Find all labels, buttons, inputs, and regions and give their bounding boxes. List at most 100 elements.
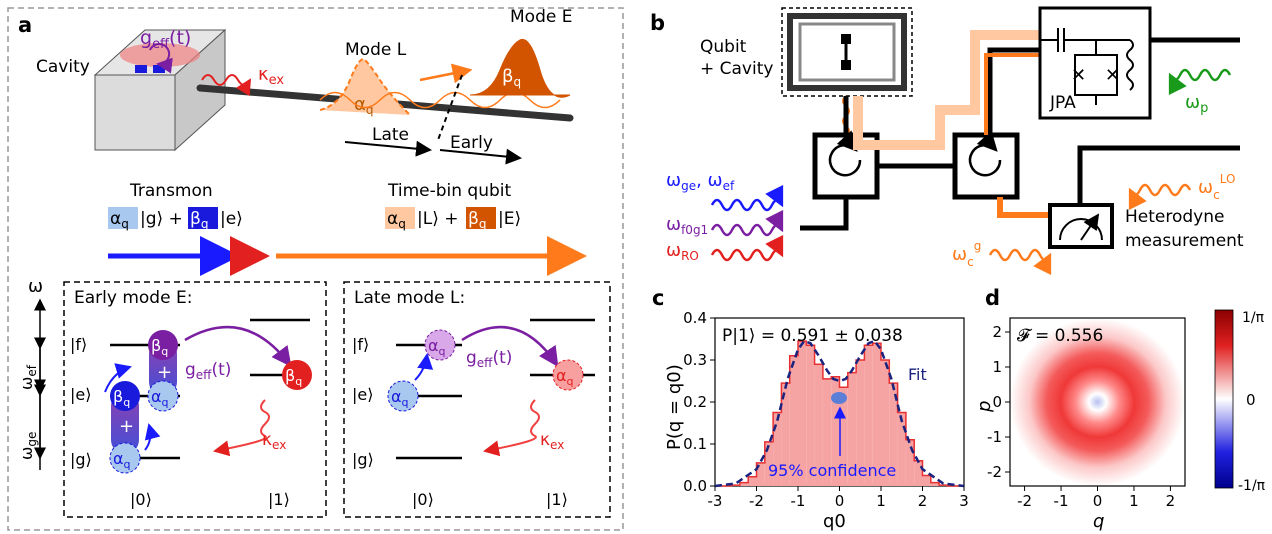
omega-ge-label: ωge bbox=[17, 432, 39, 460]
omega-ef-label: ωef bbox=[17, 364, 39, 390]
late-ket-g: |g⟩ bbox=[352, 450, 374, 469]
histogram-bar bbox=[831, 376, 840, 486]
mode-l-shape bbox=[319, 58, 411, 116]
signal-path-dark bbox=[997, 197, 1060, 218]
alpha-late-e-text: αq bbox=[391, 387, 409, 409]
histogram-bar bbox=[814, 364, 823, 486]
beta-level-f bbox=[148, 330, 178, 360]
cavity-box bbox=[93, 28, 227, 152]
early-box-title: Early mode E: bbox=[74, 288, 192, 308]
y-tick-label: -2 bbox=[987, 463, 1002, 481]
histogram-bar bbox=[739, 482, 749, 486]
alpha-late-1 bbox=[552, 359, 584, 391]
f0g1-wave bbox=[710, 209, 784, 237]
mode-e-label: Mode E bbox=[510, 7, 572, 27]
g-eff-late: geff(t) bbox=[466, 348, 512, 370]
x-tick-label: -2 bbox=[1017, 492, 1032, 510]
histogram-bar bbox=[930, 482, 940, 486]
omega-axis-label: ω bbox=[28, 276, 43, 297]
histogram-bar bbox=[905, 439, 915, 486]
alpha-late-1-text: αq bbox=[556, 366, 574, 388]
x-tick-label: -2 bbox=[749, 492, 764, 510]
g-eff-early: geff(t) bbox=[185, 360, 231, 382]
beta-q-t: βq bbox=[190, 209, 208, 231]
late-ket-e: |e⟩ bbox=[352, 385, 373, 404]
cb-top: 1/π bbox=[1242, 310, 1265, 326]
transmon-title: Transmon bbox=[129, 181, 213, 201]
y-tick-label: 2 bbox=[992, 323, 1002, 341]
histogram-bar bbox=[922, 475, 931, 486]
late-mode-box bbox=[343, 281, 611, 518]
beta-e-text: βq bbox=[113, 387, 130, 409]
heterodyne-label-1: Heterodyne bbox=[1125, 207, 1224, 227]
x-tick-label: 1 bbox=[1129, 492, 1139, 510]
alpha-q-tb: αq bbox=[387, 209, 406, 231]
mode-l-label: Mode L bbox=[345, 40, 407, 60]
histogram-bar bbox=[881, 360, 890, 486]
y-tick-label: 0.4 bbox=[683, 309, 707, 327]
alpha-e-text: αq bbox=[151, 387, 169, 409]
histogram-bar bbox=[897, 412, 906, 486]
early-ket-f: |f⟩ bbox=[70, 335, 87, 354]
beta-q-tb: βq bbox=[468, 209, 486, 231]
alpha-level-e bbox=[147, 380, 179, 412]
late-label: Late bbox=[372, 125, 409, 145]
histogram-bar bbox=[756, 462, 765, 486]
histogram-bar bbox=[781, 383, 790, 486]
omega-p-label: ωp bbox=[1185, 92, 1208, 116]
omega-lo-label: ωcLO bbox=[1198, 172, 1235, 202]
late-early-divider bbox=[437, 74, 463, 141]
svg-text:✕: ✕ bbox=[1105, 65, 1120, 86]
alpha-level-g bbox=[109, 442, 141, 474]
svg-text:✕: ✕ bbox=[1071, 65, 1086, 86]
beta-f-text: βq bbox=[151, 336, 168, 358]
histogram-bar bbox=[806, 345, 815, 486]
lo-wave bbox=[1128, 183, 1192, 211]
timebin-ket-e: |E⟩ bbox=[498, 209, 521, 229]
beta-box-t bbox=[188, 207, 218, 229]
histogram-bar bbox=[822, 378, 832, 486]
ro-wave bbox=[710, 234, 784, 262]
early-mode-box bbox=[63, 281, 327, 518]
alpha-g-text: αq bbox=[113, 449, 131, 471]
kappa-wave bbox=[201, 74, 252, 97]
cg-wave bbox=[988, 248, 1052, 276]
transmon-ket-g: |g⟩ + bbox=[140, 209, 183, 229]
mode-e-arrow bbox=[419, 63, 473, 84]
y-tick-label: 0.1 bbox=[683, 435, 707, 453]
panel-d-letter: d bbox=[985, 286, 1000, 310]
qubit-cavity-chip bbox=[781, 7, 913, 97]
alpha-box-tb bbox=[385, 207, 415, 229]
y-tick-label: 0.3 bbox=[683, 351, 707, 369]
alpha-late-f bbox=[424, 329, 456, 361]
early-ket-1: |1⟩ bbox=[268, 490, 290, 509]
histogram-bars bbox=[715, 340, 964, 487]
kappa-late: κex bbox=[540, 430, 564, 452]
early-label: Early bbox=[450, 133, 493, 153]
panel-c-letter: c bbox=[652, 286, 664, 310]
timebin-title: Time-bin qubit bbox=[387, 181, 512, 201]
y-tick-label: 0.2 bbox=[683, 393, 707, 411]
early-ket-0: |0⟩ bbox=[130, 490, 152, 509]
histogram-bar bbox=[839, 387, 848, 486]
kappa-label-a: κex bbox=[258, 64, 284, 88]
alpha-q-t: αq bbox=[110, 209, 129, 231]
kappa-early: κex bbox=[262, 430, 286, 452]
confidence-dot bbox=[831, 392, 847, 404]
histogram-bar bbox=[889, 383, 898, 486]
cb-mid: 0 bbox=[1246, 391, 1256, 409]
beta-q-mode: βq bbox=[502, 66, 521, 89]
colorbar bbox=[1214, 309, 1234, 489]
d-ylabel: p bbox=[974, 401, 995, 413]
beta-level-e bbox=[110, 381, 140, 411]
beta-level-1 bbox=[282, 360, 312, 390]
histogram-bar bbox=[847, 372, 857, 486]
x-tick-label: 0 bbox=[1093, 492, 1103, 510]
late-ket-f: |f⟩ bbox=[352, 335, 369, 354]
g-eff-label-a: geff(t) bbox=[140, 27, 191, 52]
timebin-ket-l: |L⟩ + bbox=[417, 209, 458, 229]
y-tick-label: 1 bbox=[992, 358, 1002, 376]
cb-bot: -1/π bbox=[1238, 478, 1266, 494]
beta-box-tb bbox=[466, 207, 496, 229]
